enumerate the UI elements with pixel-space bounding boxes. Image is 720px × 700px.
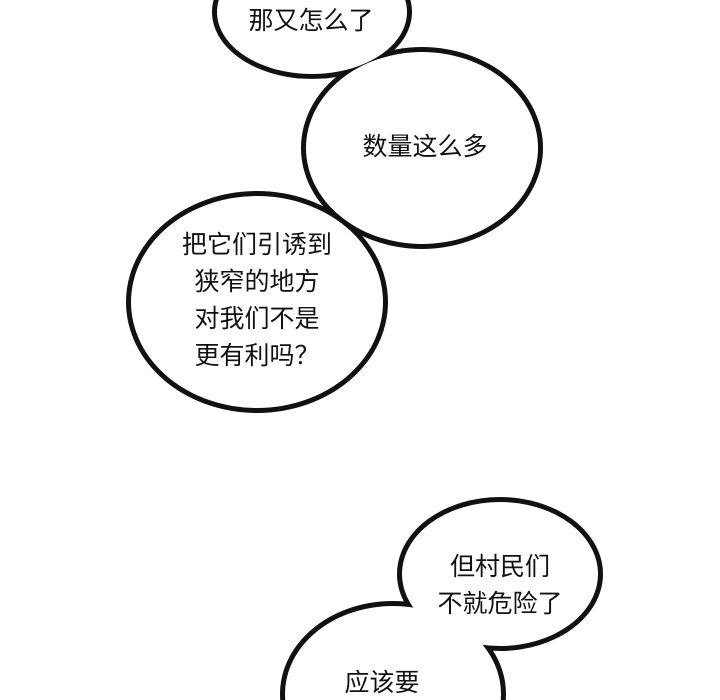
bubble-2-text: 数量这么多 <box>362 128 487 165</box>
bubble-text-line: 应该要 <box>344 668 420 697</box>
bubble-1 <box>217 0 407 75</box>
bubble-text-line: 数量这么多 <box>362 132 488 161</box>
bubble-4-text: 但村民们 不就危险了 <box>437 548 562 622</box>
bubble-text-line: 但村民们 <box>449 552 551 581</box>
bubble-3 <box>131 196 383 408</box>
bubble-1-text: 那又怎么了 <box>248 2 373 39</box>
bubble-text-line: 对我们不是 <box>194 304 320 333</box>
bubble-text-line: 把它们引诱到 <box>181 230 333 259</box>
bubble-text-line: 狭窄的地方 <box>194 267 320 296</box>
bubble-text-line: 不就危险了 <box>437 589 563 618</box>
bubble-text-line: 那又怎么了 <box>248 6 374 35</box>
bubble-5-text: 应该要 <box>344 666 419 699</box>
bubble-3-text: 把它们引诱到 狭窄的地方 对我们不是 更有利吗？ <box>182 226 332 374</box>
bubble-4 <box>402 502 598 646</box>
bubble-text-line: 更有利吗？ <box>194 341 320 370</box>
bubble-2 <box>306 52 538 244</box>
bubble-5 <box>285 606 501 700</box>
